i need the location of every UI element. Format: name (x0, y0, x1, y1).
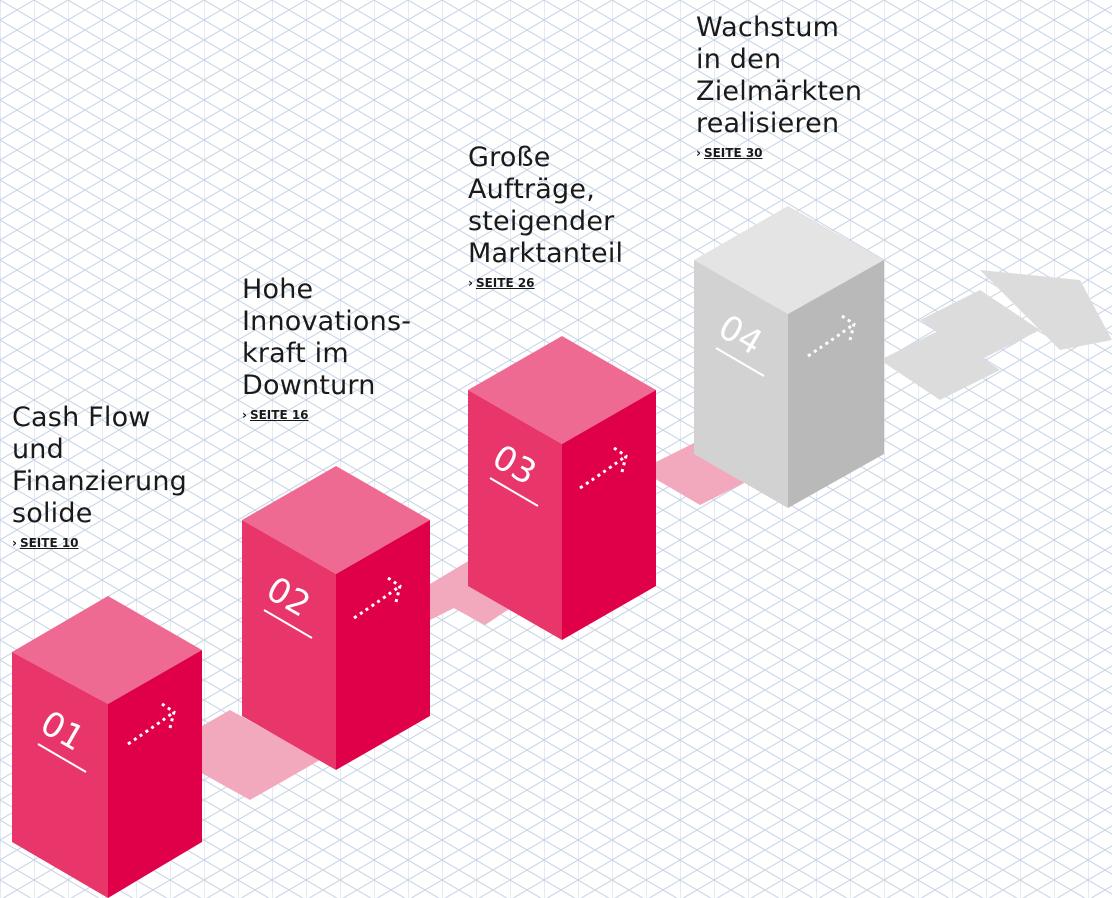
step-title-line: Innovations- (242, 306, 412, 337)
page-link-2[interactable]: ›SEITE 16 (242, 408, 309, 422)
step-title-line: Hohe (242, 274, 314, 305)
box-left (694, 260, 788, 508)
box-right (108, 650, 202, 898)
page-link-label: SEITE 16 (249, 408, 309, 422)
step-box-2[interactable]: 02 (242, 466, 430, 770)
step-number-underline (715, 347, 765, 377)
step-title-line: Zielmärkten (696, 76, 863, 107)
dotted-arrow-icon (807, 314, 856, 358)
step-title-line: Wachstum (696, 12, 840, 43)
page-link-label: SEITE 26 (475, 276, 535, 290)
page-link-label: SEITE 30 (703, 146, 763, 160)
page-link-label: SEITE 10 (19, 536, 79, 550)
dotted-arrow-icon (579, 446, 628, 490)
step-title-line: und (12, 434, 64, 465)
dotted-arrow-icon (353, 576, 402, 620)
step-title-line: kraft im (242, 338, 349, 369)
box-right (336, 520, 430, 770)
step-title-line: Cash Flow (12, 402, 151, 433)
step-title-line: Finanzierung (12, 466, 187, 497)
box-left (468, 390, 562, 640)
path-segment-3 (640, 440, 760, 505)
step-number-underline (37, 743, 87, 773)
step-title-line: in den (696, 44, 782, 75)
chevron-right-icon: › (696, 146, 701, 160)
chevron-right-icon: › (12, 536, 17, 550)
step-title-line: Marktanteil (468, 238, 624, 269)
chevron-right-icon: › (242, 408, 247, 422)
box-left (12, 652, 108, 898)
chevron-right-icon: › (468, 276, 473, 290)
step-label-4: Wachstum in den Zielmärkten realisieren … (696, 12, 862, 161)
box-left (242, 520, 336, 770)
dotted-arrow-icon (127, 702, 176, 746)
box-top (694, 206, 884, 314)
step-box-1[interactable]: 01 (12, 596, 202, 898)
step-label-3: Große Aufträge, steigender Marktanteil ›… (468, 142, 623, 291)
step-number-underline (263, 609, 313, 639)
step-title-line: solide (12, 498, 93, 529)
step-box-4[interactable]: 04 (694, 206, 884, 508)
box-right (788, 260, 884, 508)
path-segment-4 (880, 270, 1112, 400)
step-title-line: realisieren (696, 108, 840, 139)
step-title-line: Aufträge, (468, 174, 595, 205)
step-title-line: Downturn (242, 370, 376, 401)
page-link-1[interactable]: ›SEITE 10 (12, 536, 79, 550)
step-box-3[interactable]: 03 (468, 336, 656, 640)
step-label-2: Hohe Innovations- kraft im Downturn ›SEI… (242, 274, 411, 423)
step-title-line: Große (468, 142, 551, 173)
page-link-3[interactable]: ›SEITE 26 (468, 276, 535, 290)
box-top (12, 596, 202, 704)
step-number-underline (489, 477, 539, 507)
box-right (562, 390, 656, 640)
step-label-1: Cash Flow und Finanzierung solide ›SEITE… (12, 402, 187, 551)
page-link-4[interactable]: ›SEITE 30 (696, 146, 763, 160)
step-title-line: steigender (468, 206, 615, 237)
